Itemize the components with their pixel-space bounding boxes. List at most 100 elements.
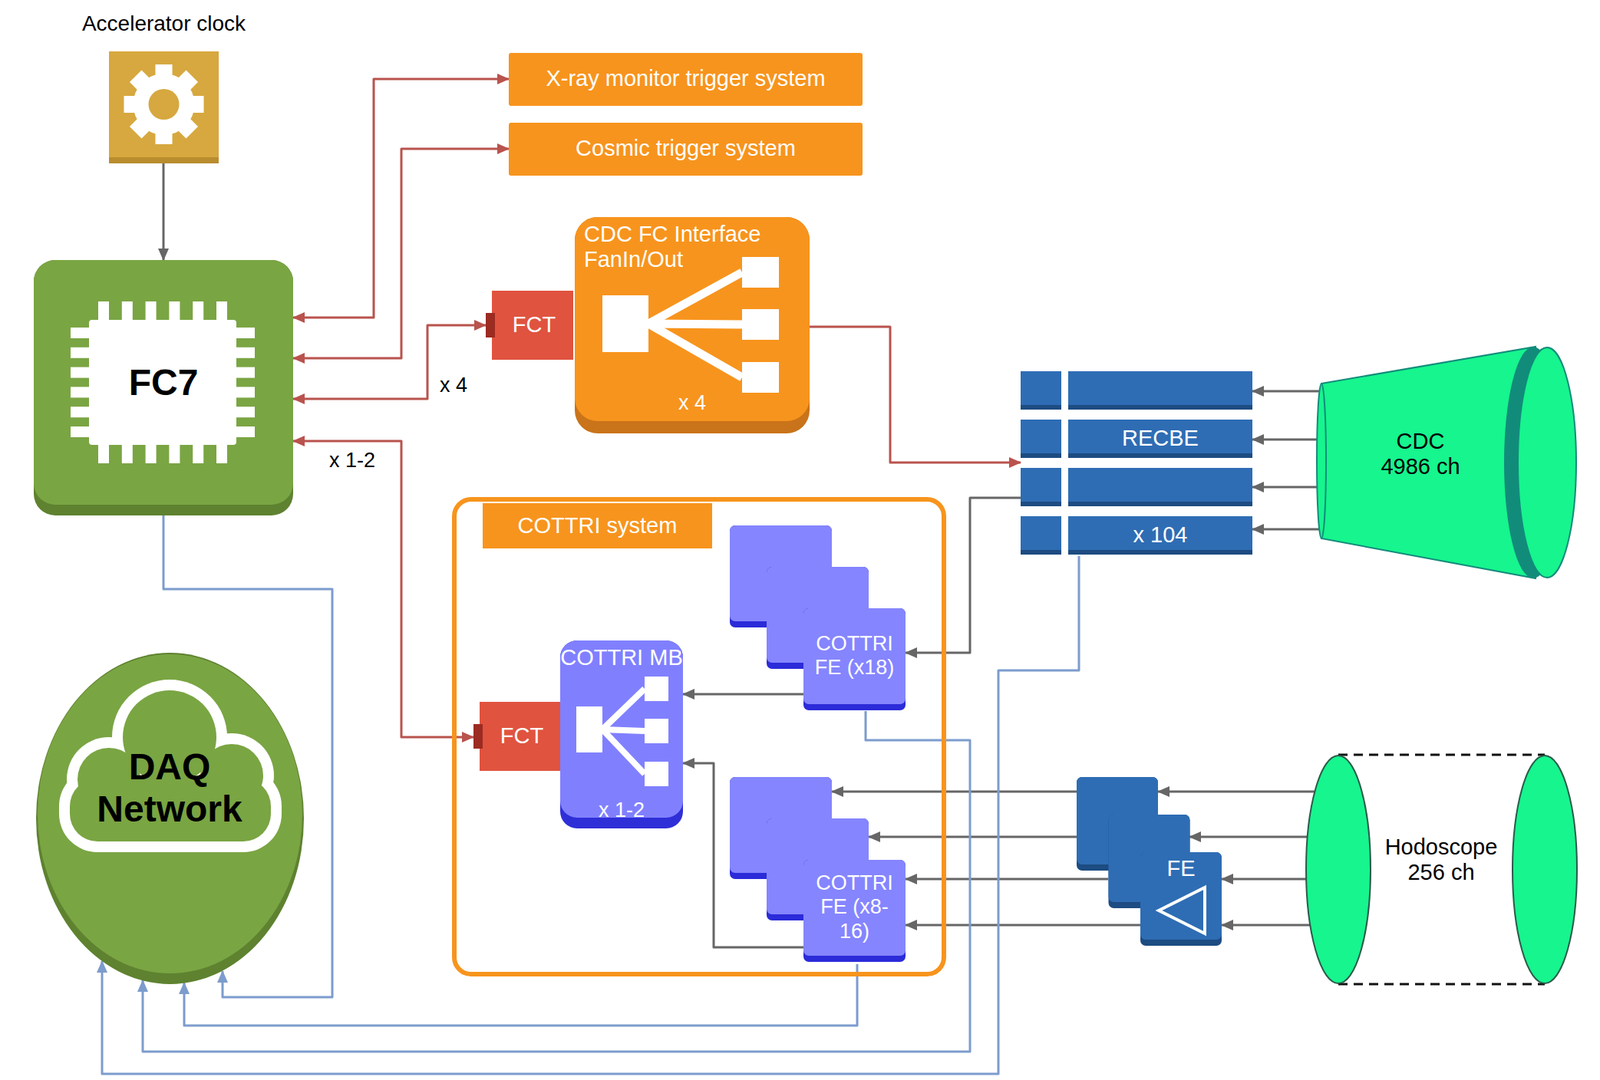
bar (1020, 516, 1062, 551)
bar-shadow (1068, 516, 1253, 555)
cylinder-end (1306, 755, 1371, 984)
connector (293, 325, 486, 400)
chip-pin (122, 443, 133, 464)
connector (1221, 924, 1310, 928)
connector (905, 924, 1141, 928)
edge-label: x 4 (437, 374, 470, 398)
node-shape (729, 525, 906, 712)
node-shape (1076, 777, 1222, 947)
node-label: COTTRI FE (x18) (806, 632, 903, 680)
chip-pin (70, 386, 91, 398)
chip-pin (145, 301, 157, 322)
node-label: CDC 4986 ch (1375, 428, 1466, 481)
chip-pin (192, 301, 204, 322)
fan-line (648, 272, 743, 324)
fan-block (742, 309, 779, 340)
bar (1068, 516, 1253, 551)
chamber-end (1316, 383, 1327, 539)
connector (1252, 528, 1320, 532)
node-label: COTTRI FE (x8-16) (806, 871, 903, 944)
bar (1020, 371, 1062, 406)
trigger-box: X-ray monitor trigger system (508, 52, 863, 106)
card-shadow (803, 608, 906, 711)
fan-block (644, 676, 669, 702)
fan-block (644, 719, 669, 744)
connector-notch (473, 724, 483, 749)
chip-pin (168, 443, 180, 464)
connector (293, 148, 509, 359)
bar-shadow (1068, 371, 1253, 410)
node-label: X-ray monitor trigger system (508, 65, 863, 92)
node-label: COTTRI MB (560, 645, 683, 671)
box (560, 640, 683, 819)
node-label: RECBE (1068, 425, 1253, 452)
fct-box: FCT (473, 702, 561, 772)
bar-shadow (1020, 419, 1062, 459)
clock-face (108, 51, 219, 158)
connector (809, 326, 1021, 463)
node-shape (108, 51, 219, 164)
hodoscope: Hodoscope 256 ch (1306, 755, 1577, 985)
bar-shadow (1020, 516, 1062, 555)
connector (1252, 438, 1320, 442)
bar (1020, 419, 1062, 454)
box (508, 122, 863, 176)
chip-pin (122, 301, 133, 322)
box-shadow (574, 217, 810, 434)
chip-pin (145, 443, 157, 464)
chip-pin (234, 327, 255, 339)
connector (1252, 390, 1320, 393)
cylinder-edge (1338, 754, 1545, 757)
box (574, 217, 810, 422)
chip-pin (234, 347, 255, 359)
drift-chamber: CDC 4986 ch (1316, 346, 1577, 579)
connector (682, 693, 804, 697)
gear (124, 64, 205, 145)
bar-shadow (1020, 371, 1062, 410)
fan-block (742, 257, 779, 288)
chip-pin (98, 301, 109, 322)
box (491, 290, 574, 360)
chip-pin (70, 367, 91, 379)
chamber-face (1517, 347, 1577, 578)
fan-line (602, 729, 645, 732)
node-label: FE (1140, 856, 1222, 882)
node-label: Hodoscope 256 ch (1375, 834, 1507, 887)
fan-line (602, 729, 645, 775)
connector (905, 878, 1109, 881)
gear-body (133, 73, 195, 136)
fc7-board: FC7 (33, 260, 294, 516)
system-group: COTTRI systemFCTCOTTRI MBx 1-2COTTRI FE … (451, 497, 947, 977)
node-label: Accelerator clock (62, 11, 265, 37)
gear-hole (148, 89, 180, 120)
connector (1189, 836, 1308, 839)
connector (1252, 486, 1320, 489)
chip-pin (168, 301, 180, 322)
bar-shadow (1068, 468, 1253, 507)
card (803, 608, 906, 705)
chip-pin (234, 367, 255, 379)
bar (1020, 468, 1062, 502)
node-label: FC7 (79, 361, 248, 404)
mother-board: COTTRI MBx 1-2 (560, 640, 683, 829)
node-label: Cosmic trigger system (508, 135, 863, 162)
bar (1068, 468, 1253, 502)
chip-pin (98, 443, 109, 464)
chip-pin (234, 406, 255, 418)
daq-network: DAQ Network (36, 653, 304, 985)
chip-pin (216, 301, 228, 322)
card (1140, 852, 1222, 941)
chip-pin (70, 327, 91, 339)
trigger-box: Cosmic trigger system (508, 122, 863, 176)
chip-pin (234, 386, 255, 398)
connector (162, 163, 165, 261)
chip-pin (192, 443, 204, 464)
cylinder-edge (1338, 983, 1545, 987)
fan-block (644, 762, 669, 787)
network-shadow (36, 653, 304, 985)
box (508, 52, 863, 106)
fan-block (576, 706, 603, 753)
front-end-stack: COTTRI FE (x18) (729, 525, 906, 712)
bar (1068, 419, 1253, 454)
node-label: FCT (494, 312, 574, 338)
